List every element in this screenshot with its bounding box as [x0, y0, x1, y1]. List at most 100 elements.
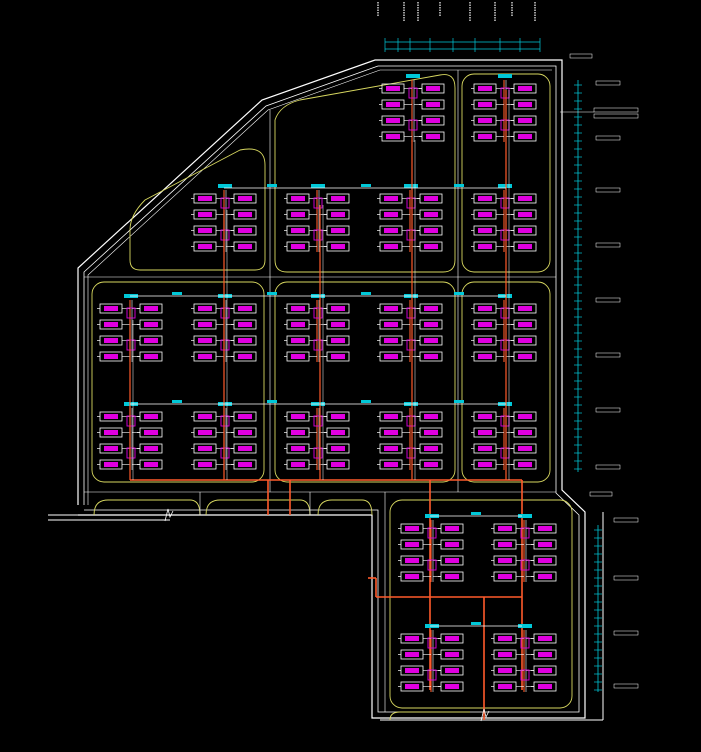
manifold-box — [220, 339, 230, 351]
unit-core — [478, 118, 492, 123]
unit-core — [291, 306, 305, 311]
unit-core — [384, 196, 398, 201]
unit-core — [498, 684, 512, 689]
manifold-box — [313, 307, 323, 319]
unit-core — [424, 338, 438, 343]
unit-core — [386, 86, 400, 91]
unit-core — [445, 652, 459, 657]
unit-core — [291, 228, 305, 233]
unit-core — [104, 462, 118, 467]
equipment-group — [398, 624, 464, 692]
elevation-label — [595, 242, 621, 248]
unit-core — [238, 244, 252, 249]
unit-core — [331, 322, 345, 327]
unit-core — [478, 414, 492, 419]
main-pipe-network — [130, 479, 523, 720]
unit-core — [424, 446, 438, 451]
manifold-box — [520, 527, 530, 539]
unit-core — [331, 212, 345, 217]
unit-core — [405, 668, 419, 673]
unit-core — [291, 430, 305, 435]
unit-core — [405, 684, 419, 689]
unit-core — [144, 462, 158, 467]
unit-core — [478, 196, 492, 201]
manifold-box — [220, 229, 230, 241]
unit-core — [405, 652, 419, 657]
unit-core — [198, 338, 212, 343]
unit-core — [384, 306, 398, 311]
group-label-tag — [498, 184, 512, 188]
manifold-box — [313, 197, 323, 209]
unit-core — [478, 86, 492, 91]
group-label-tag — [518, 624, 532, 628]
unit-core — [198, 462, 212, 467]
unit-core — [478, 212, 492, 217]
manifold-box — [408, 87, 418, 99]
unit-core — [405, 558, 419, 563]
manifold-box — [313, 415, 323, 427]
unit-core — [291, 338, 305, 343]
unit-core — [424, 354, 438, 359]
unit-core — [445, 668, 459, 673]
unit-core — [238, 430, 252, 435]
unit-core — [518, 212, 532, 217]
manifold-box — [220, 415, 230, 427]
unit-core — [538, 574, 552, 579]
equipment-group — [284, 184, 350, 252]
unit-core — [478, 338, 492, 343]
group-label-tag — [518, 514, 532, 518]
elevation-label — [613, 575, 639, 581]
unit-core — [384, 228, 398, 233]
unit-core — [104, 354, 118, 359]
unit-core — [198, 244, 212, 249]
top-callout-leaders — [164, 2, 639, 722]
unit-core — [478, 430, 492, 435]
unit-core — [518, 446, 532, 451]
unit-core — [331, 338, 345, 343]
manifold-box — [126, 415, 136, 427]
unit-core — [198, 414, 212, 419]
unit-core — [331, 446, 345, 451]
elevation-label — [595, 352, 621, 358]
unit-core — [478, 306, 492, 311]
manifold-box — [126, 339, 136, 351]
unit-core — [384, 212, 398, 217]
unit-core — [198, 228, 212, 233]
manifold-box — [313, 229, 323, 241]
unit-core — [405, 636, 419, 641]
unit-core — [518, 322, 532, 327]
unit-core — [144, 306, 158, 311]
manifold-box — [220, 197, 230, 209]
equipment-group — [377, 294, 443, 362]
unit-core — [331, 430, 345, 435]
unit-core — [538, 636, 552, 641]
unit-core — [331, 462, 345, 467]
manifold-box — [126, 447, 136, 459]
unit-core — [538, 652, 552, 657]
unit-core — [478, 102, 492, 107]
manifold-box — [427, 669, 437, 681]
unit-core — [291, 244, 305, 249]
unit-core — [384, 338, 398, 343]
unit-core — [424, 430, 438, 435]
unit-core — [331, 306, 345, 311]
manifold-box — [520, 637, 530, 649]
group-label-tag — [498, 74, 512, 78]
equipment-group — [471, 184, 537, 252]
unit-core — [331, 244, 345, 249]
header-tag — [361, 400, 371, 403]
manifold-box — [126, 307, 136, 319]
manifold-box — [427, 527, 437, 539]
unit-core — [331, 414, 345, 419]
unit-core — [144, 322, 158, 327]
unit-core — [291, 462, 305, 467]
unit-core — [238, 212, 252, 217]
unit-core — [498, 542, 512, 547]
elevation-label — [595, 135, 621, 141]
unit-core — [291, 322, 305, 327]
unit-core — [291, 212, 305, 217]
unit-core — [198, 430, 212, 435]
